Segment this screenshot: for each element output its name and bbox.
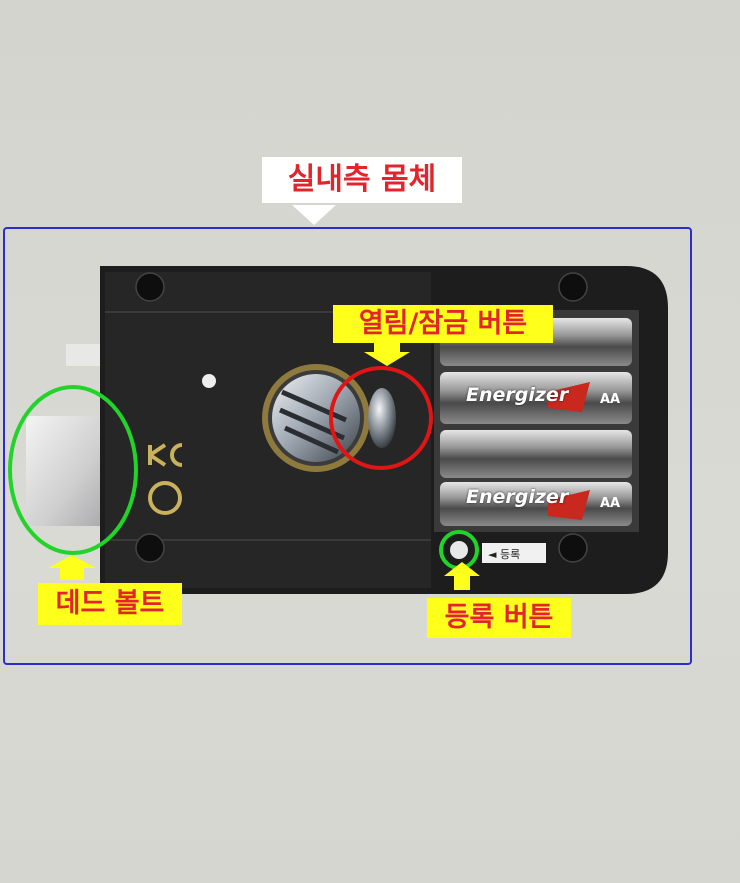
dead-bolt-arrow bbox=[48, 555, 96, 580]
label-indoor-body: 실내측 몸체 bbox=[262, 157, 462, 203]
battery-size-bottom: AA bbox=[600, 496, 621, 511]
indoor-body-arrow bbox=[292, 205, 336, 225]
battery-brand-top: Energizer bbox=[466, 384, 569, 406]
dead-bolt bbox=[26, 416, 106, 526]
reset-hole bbox=[202, 374, 216, 388]
open-lock-button-highlight bbox=[329, 366, 433, 470]
kc-mark-icon bbox=[148, 443, 183, 515]
label-open-lock-button: 열림/잠금 버튼 bbox=[333, 305, 553, 343]
battery-icon bbox=[440, 318, 632, 526]
register-tag-bg bbox=[482, 543, 546, 563]
register-tag: ◄ 등록 bbox=[488, 548, 521, 561]
screw-icon bbox=[135, 272, 588, 563]
battery-brand-bottom: Energizer bbox=[466, 486, 569, 508]
register-button-shape bbox=[450, 541, 468, 559]
register-arrow bbox=[444, 562, 480, 590]
latch-tab bbox=[66, 344, 100, 366]
label-dead-bolt: 데드 볼트 bbox=[38, 583, 182, 625]
open-lock-arrow bbox=[364, 342, 410, 366]
label-register-button: 등록 버튼 bbox=[427, 598, 571, 638]
dead-bolt-highlight bbox=[8, 385, 138, 555]
open-lock-button-shape bbox=[368, 388, 396, 448]
indoor-body-frame bbox=[3, 227, 692, 665]
battery-size-top: AA bbox=[600, 392, 621, 407]
